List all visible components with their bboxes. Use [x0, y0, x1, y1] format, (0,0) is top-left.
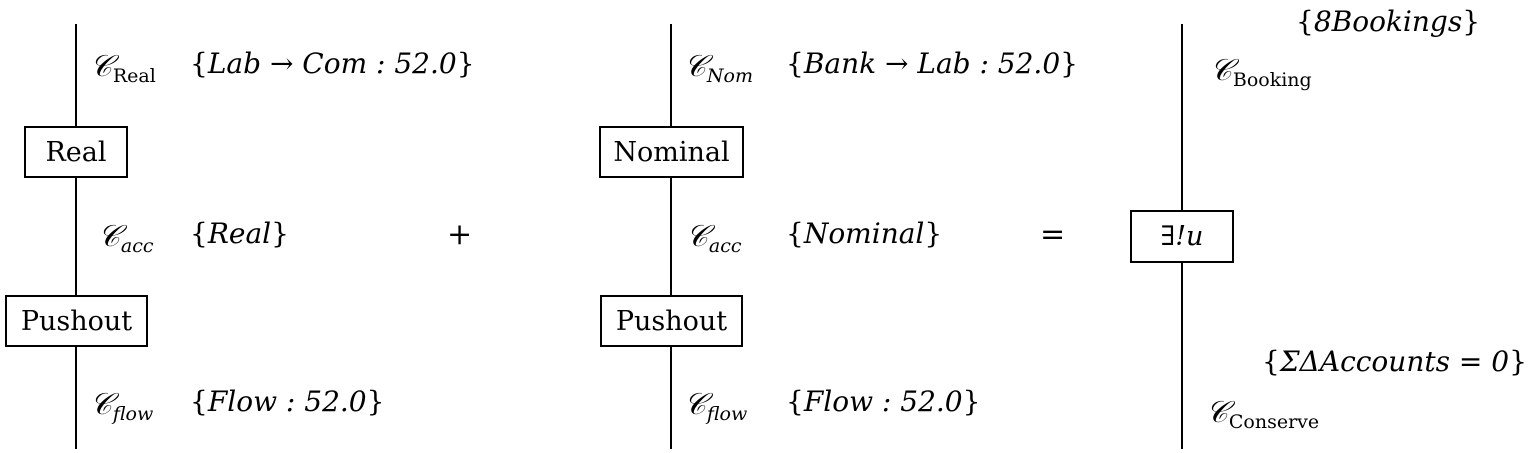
brace-close: } — [924, 217, 943, 250]
middle-bottom-set-content: Flow : 52.0 — [803, 385, 963, 418]
left-wire-middle — [75, 177, 77, 297]
brace-open: { — [786, 217, 804, 250]
middle-top-category-symbol: 𝒞 — [684, 49, 706, 84]
middle-mid-category-symbol: 𝒞 — [686, 219, 708, 254]
right-top-category: 𝒞Booking — [1210, 56, 1312, 90]
brace-close: } — [962, 385, 981, 418]
brace-open: { — [1296, 5, 1314, 38]
middle-bottom-category-symbol: 𝒞 — [684, 387, 706, 422]
middle-bottom-category: 𝒞flow — [684, 390, 747, 424]
right-bottom-category-symbol: 𝒞 — [1206, 395, 1228, 430]
left-mid-set: {Real} — [190, 220, 289, 248]
left-box-pushout: Pushout — [5, 295, 148, 347]
left-mid-category: 𝒞acc — [98, 222, 154, 256]
brace-close: } — [1509, 345, 1527, 378]
left-mid-set-content: Real — [207, 217, 272, 250]
left-wire-bottom — [75, 346, 77, 449]
right-bottom-category-sub: Conserve — [1228, 411, 1320, 433]
right-top-set: {8Bookings} — [1296, 8, 1480, 36]
left-top-category-symbol: 𝒞 — [90, 49, 112, 84]
plus-operator: + — [447, 217, 473, 252]
middle-box-pushout: Pushout — [600, 295, 743, 347]
left-top-category-sub: Real — [112, 65, 156, 87]
middle-wire-top — [670, 24, 672, 127]
brace-open: { — [190, 385, 208, 418]
middle-wire-middle — [670, 177, 672, 297]
middle-wire-bottom — [670, 346, 672, 449]
left-bottom-category-sub: flow — [112, 403, 154, 425]
brace-open: { — [190, 47, 208, 80]
middle-mid-category-sub: acc — [708, 235, 742, 257]
middle-top-set: {Bank → Lab : 52.0} — [786, 50, 1078, 78]
middle-bottom-category-sub: flow — [706, 403, 748, 425]
left-mid-category-symbol: 𝒞 — [98, 219, 120, 254]
middle-box-nominal: Nominal — [599, 126, 744, 178]
equals-operator: = — [1040, 217, 1066, 252]
left-bottom-category: 𝒞flow — [90, 390, 153, 424]
brace-open: { — [786, 385, 804, 418]
middle-top-category: 𝒞Nom — [684, 52, 753, 86]
middle-box-nominal-label: Nominal — [613, 136, 730, 168]
left-bottom-category-symbol: 𝒞 — [90, 387, 112, 422]
right-bottom-category: 𝒞Conserve — [1206, 398, 1319, 432]
brace-open: { — [786, 47, 804, 80]
left-top-set-content: Lab → Com : 52.0 — [207, 47, 457, 80]
left-bottom-set: {Flow : 52.0} — [190, 388, 384, 416]
middle-mid-set: {Nominal} — [786, 220, 942, 248]
left-box-pushout-label: Pushout — [20, 305, 133, 337]
brace-close: } — [366, 385, 385, 418]
left-bottom-set-content: Flow : 52.0 — [207, 385, 367, 418]
right-wire-bottom — [1181, 261, 1183, 449]
middle-mid-category: 𝒞acc — [686, 222, 742, 256]
right-box-unique-morphism: ∃!u — [1130, 210, 1234, 263]
right-bottom-set: {ΣΔAccounts = 0} — [1262, 348, 1527, 376]
right-top-set-content: 8Bookings — [1313, 5, 1463, 38]
middle-mid-set-content: Nominal — [803, 217, 925, 250]
brace-open: { — [190, 217, 208, 250]
brace-open: { — [1262, 345, 1280, 378]
left-wire-top — [75, 24, 77, 127]
middle-box-pushout-label: Pushout — [615, 305, 728, 337]
right-box-unique-morphism-label: ∃!u — [1160, 221, 1204, 252]
right-top-category-symbol: 𝒞 — [1210, 53, 1232, 88]
brace-close: } — [1060, 47, 1078, 80]
brace-close: } — [456, 47, 475, 80]
left-mid-category-sub: acc — [120, 235, 154, 257]
brace-close: } — [1462, 5, 1481, 38]
middle-top-category-sub: Nom — [706, 65, 753, 87]
brace-close: } — [271, 217, 289, 250]
middle-bottom-set: {Flow : 52.0} — [786, 388, 980, 416]
right-bottom-set-content: ΣΔAccounts = 0 — [1279, 345, 1510, 378]
right-top-category-sub: Booking — [1232, 69, 1312, 91]
left-box-real-label: Real — [45, 136, 107, 168]
right-wire-top — [1181, 24, 1183, 212]
middle-top-set-content: Bank → Lab : 52.0 — [803, 47, 1061, 80]
left-top-set: {Lab → Com : 52.0} — [190, 50, 475, 78]
left-top-category: 𝒞Real — [90, 52, 156, 86]
left-box-real: Real — [24, 126, 128, 178]
